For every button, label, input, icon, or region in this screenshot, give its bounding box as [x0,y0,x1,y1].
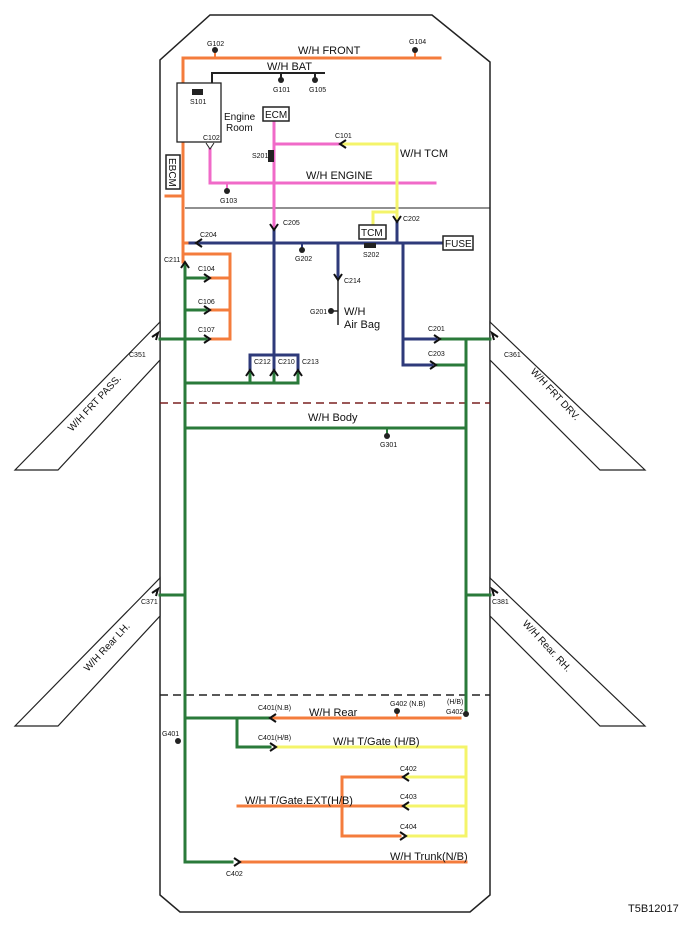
splice-icon [192,89,203,95]
label-tgate: W/H T/Gate (H/B) [333,736,420,748]
label-tcm: TCM [361,228,383,239]
label-g402hb_2: G402 [446,709,463,716]
harness-frt-pass [13,320,161,471]
label-c104: C104 [198,266,215,273]
wire-tcm [340,142,399,227]
label-g103: G103 [220,198,237,205]
ground-points [175,47,469,744]
connector-arrows [151,139,499,867]
label-c401hb: C401(H/B) [258,735,291,742]
label-c107: C107 [198,327,215,334]
label-g104: G104 [409,39,426,46]
label-tgate-ext: W/H T/Gate.EXT(H/B) [245,795,353,807]
label-c371: C371 [141,599,158,606]
label-g402hb_1: (H/B) [447,699,463,706]
label-c101: C101 [335,133,352,140]
label-c381: C381 [492,599,509,606]
label-g105: G105 [309,87,326,94]
label-trunk: W/H Trunk(N/B) [390,851,468,863]
label-body: W/H Body [308,412,358,424]
ebcm-module: EBCM [165,154,181,190]
engine-room-label: Engine [224,112,256,123]
harness-rear-rh [489,576,647,727]
tcm-module: TCM [358,224,387,240]
label-g201: G201 [310,309,327,316]
harness-rear-lh [13,576,161,727]
label-g301: G301 [380,442,397,449]
label-c402b: C402 [226,871,243,878]
label-s202: S202 [363,252,379,259]
label-c212: C212 [254,359,271,366]
label-ebcm: EBCM [166,158,177,187]
label-s201: S201 [252,153,268,160]
label-g102: G102 [207,41,224,48]
label-c203: C203 [428,351,445,358]
wire-orange-branch [184,252,232,341]
label-rear: W/H Rear [309,707,358,719]
label-s101: S101 [190,99,206,106]
ecm-module: ECM [262,106,290,122]
label-c106: C106 [198,299,215,306]
label-airbag: Air Bag [344,319,380,331]
label-c213: C213 [302,359,319,366]
label-c361: C361 [504,352,521,359]
fuse-box: FUSE [442,235,474,251]
label-bat: W/H BAT [267,61,312,73]
label-ecm: ECM [265,110,287,121]
engine-room-label: Room [226,123,253,134]
label-c351: C351 [129,352,146,359]
label-c214: C214 [344,278,361,285]
label-front: W/H FRONT [298,45,361,57]
label-c202: C202 [403,216,420,223]
wire-bat [211,72,325,84]
label-g101: G101 [273,87,290,94]
label-c204: C204 [200,232,217,239]
label-g202: G202 [295,256,312,263]
label-airbag: W/H [344,306,365,318]
harness-frt-drv [489,320,647,471]
label-c102: C102 [203,135,220,142]
label-engine: W/H ENGINE [306,170,373,182]
label-c404: C404 [400,824,417,831]
label-tcm: W/H TCM [400,148,448,160]
label-c211: C211 [164,257,180,264]
label-c402a: C402 [400,766,417,773]
figure-id: T5B12017 [628,903,679,915]
label-g402nb: G402 (N.B) [390,701,425,708]
label-c210: C210 [278,359,295,366]
label-fuse: FUSE [445,239,472,250]
label-c401nb: C401(N.B) [258,705,291,712]
wire-green [158,262,492,864]
label-c205: C205 [283,220,300,227]
label-c403: C403 [400,794,417,801]
label-g401: G401 [162,731,179,738]
label-c201: C201 [428,326,445,333]
wire-navy [188,220,445,372]
wire-rear [236,712,468,864]
